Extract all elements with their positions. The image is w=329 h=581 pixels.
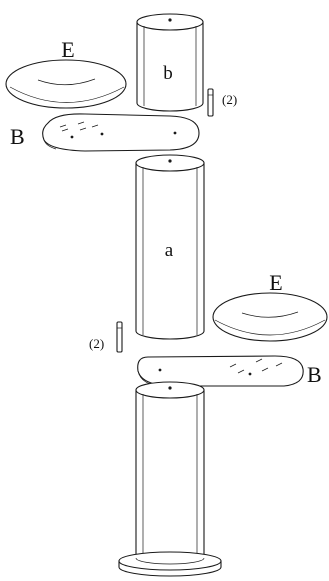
bolt-qty-lower-label: (2): [89, 336, 104, 351]
tube-a: [135, 154, 205, 340]
bolt-lower: [116, 321, 123, 353]
platform-upper: [42, 113, 200, 152]
base-plate: [118, 551, 222, 577]
tube-b: [136, 13, 204, 112]
platform-lower-label: B: [307, 362, 322, 387]
bolt-qty-upper-label: (2): [222, 92, 237, 107]
tube-base: [135, 381, 205, 566]
platform-lower: [137, 355, 304, 387]
tube-a-label: a: [165, 240, 174, 261]
bolt-upper: [207, 88, 214, 117]
cushion-upper: [5, 59, 127, 109]
platform-upper-label: B: [10, 124, 25, 149]
cushion-lower: [212, 292, 328, 342]
tube-b-label: b: [163, 63, 173, 84]
cushion-lower-label: E: [269, 270, 282, 295]
cushion-upper-label: E: [61, 37, 74, 62]
